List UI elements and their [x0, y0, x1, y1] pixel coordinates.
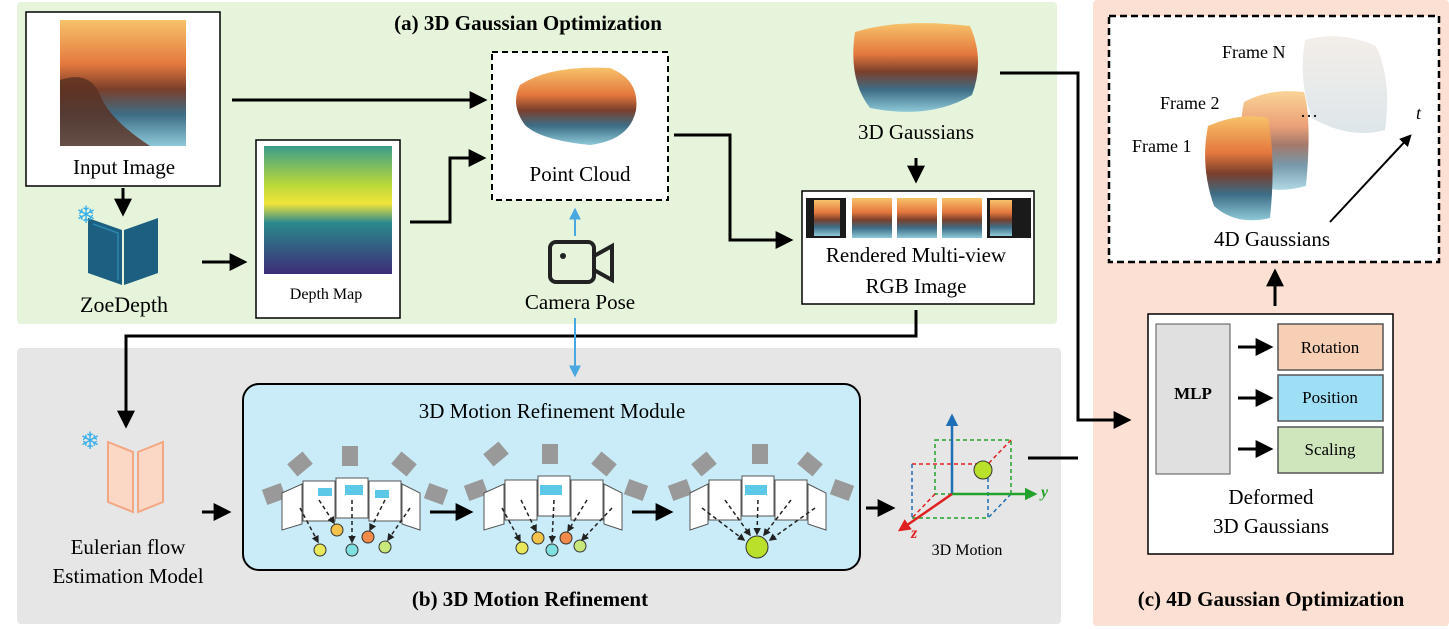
depth-map-image: [264, 146, 392, 274]
camera-pose-label: Camera Pose: [524, 290, 636, 314]
snowflake-icon: ❄: [76, 203, 97, 229]
point-cloud-image: [516, 67, 637, 145]
rendered-label-line1: Rendered Multi-view: [825, 243, 1007, 267]
eulerian-icon: [107, 440, 164, 514]
point-cloud-label: Point Cloud: [529, 162, 631, 186]
section-a-title: (a) 3D Gaussian Optimization: [394, 11, 662, 35]
depth-map-label: Depth Map: [289, 286, 363, 303]
frames-ellipsis: …: [1300, 101, 1318, 121]
axes-3d-icon: [897, 413, 1038, 532]
position-box: [1277, 374, 1384, 422]
frame-1-label: Frame 1: [1132, 136, 1192, 156]
eulerian-label-line2: Estimation Model: [52, 564, 204, 588]
motion-module-label: 3D Motion Refinement Module: [418, 399, 686, 423]
eulerian-label-line1: Eulerian flow: [70, 535, 186, 559]
deformed-label-line2: 3D Gaussians: [1212, 514, 1330, 538]
section-c-title: (c) 4D Gaussian Optimization: [1137, 587, 1405, 611]
input-image-label: Input Image: [72, 155, 176, 179]
axis-z-label: z: [911, 525, 918, 542]
position-label: Position: [1302, 388, 1358, 407]
mlp-box: [1155, 323, 1231, 475]
axis-y-label: y: [1041, 484, 1049, 501]
zoedepth-label: ZoeDepth: [80, 292, 168, 317]
rotation-box: [1277, 323, 1384, 371]
zoedepth-icon: [88, 218, 158, 285]
gaussians-3d-image: [853, 23, 979, 112]
frame-n-label: Frame N: [1222, 42, 1286, 62]
gaussians-3d-label: 3D Gaussians: [857, 120, 975, 144]
scaling-label: Scaling: [1304, 440, 1356, 459]
rendered-thumbnails: [806, 198, 1031, 238]
axis-t-label: t: [1416, 103, 1422, 123]
frame-2-label: Frame 2: [1160, 93, 1220, 113]
camera-icon: [548, 240, 614, 284]
section-b-title: (b) 3D Motion Refinement: [411, 587, 649, 611]
mlp-label: MLP: [1174, 384, 1212, 403]
motion-3d-label: 3D Motion: [931, 542, 1003, 559]
motion-stage-3: [667, 444, 855, 559]
deformed-label-line1: Deformed: [1228, 485, 1314, 509]
snowflake-icon-2: ❄: [80, 429, 101, 455]
scaling-box: [1277, 426, 1384, 474]
rendered-label-line2: RGB Image: [865, 274, 967, 298]
frames-stack: [1205, 36, 1388, 221]
rotation-label: Rotation: [1300, 338, 1360, 357]
motion-stage-1: [261, 446, 449, 557]
gaussians-4d-label: 4D Gaussians: [1213, 227, 1331, 251]
